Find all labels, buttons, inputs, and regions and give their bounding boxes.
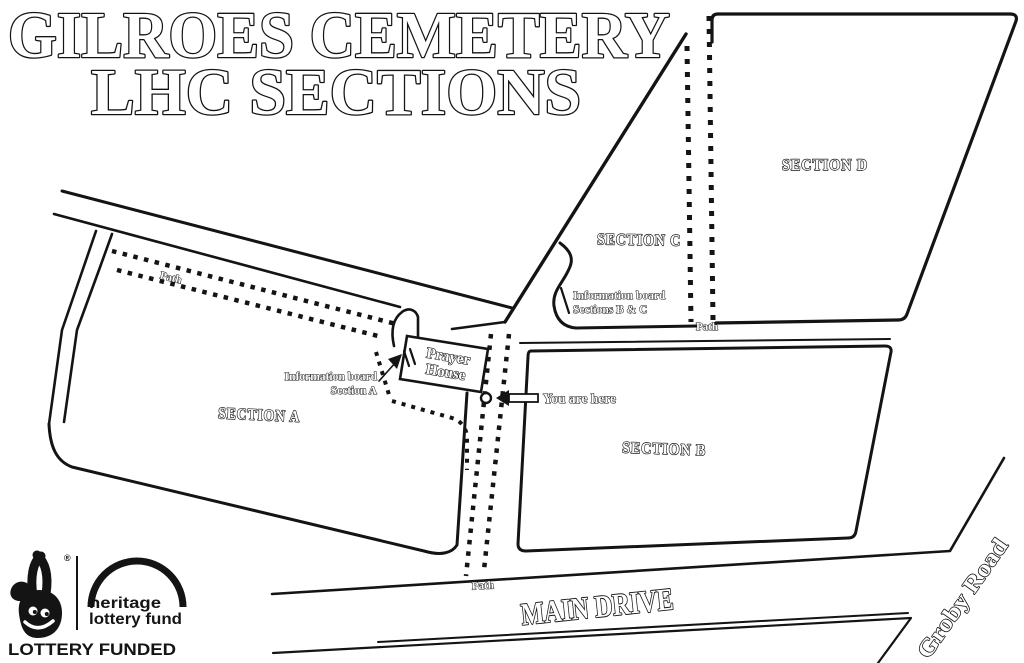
- prayer-house-building: [398, 334, 490, 394]
- you-are-here-label: You are here: [543, 391, 616, 406]
- hand-eye-right-dot: [44, 612, 49, 616]
- main-drive-north-edge: [270, 456, 1006, 596]
- main-drive-south-edge: [271, 616, 913, 663]
- section-d-boundary: [710, 12, 1018, 325]
- path-section-a-upper-dashes: [111, 248, 397, 327]
- info-board-a-arrowhead: [388, 354, 402, 369]
- path-label-south: Path: [472, 579, 495, 592]
- diagonal-road: [503, 32, 688, 324]
- north-road-upper-line: [60, 189, 514, 310]
- main-drive-label: MAIN DRIVE: [519, 581, 675, 632]
- crossed-fingers-icon: [10, 550, 62, 638]
- lottery-funded-wordmark: LOTTERY FUNDED: [8, 640, 176, 659]
- map-title-line2: LHC SECTIONS: [91, 56, 581, 129]
- path-section-a-lower-dashes: [116, 267, 379, 339]
- you-are-here-arrow-shaft: [508, 393, 539, 403]
- info-board-bc-marker-tick: [559, 286, 571, 315]
- section-a-west-outer-line: [47, 229, 98, 426]
- path-south-east-dashes: [481, 333, 512, 571]
- path-label-middle: Path: [696, 321, 718, 333]
- info-board-bc-annotation: Information board Sections B & C: [559, 286, 666, 317]
- prayer-house-label: Prayer House: [424, 345, 472, 385]
- section-c-label: SECTION C: [597, 231, 681, 249]
- path-label-northwest: Path: [159, 270, 183, 287]
- hand-eye-left-dot: [32, 610, 37, 614]
- you-are-here-arrowhead: [496, 390, 509, 406]
- hand-finger-2: [32, 550, 52, 599]
- info-board-bc-hook-road: [552, 241, 699, 330]
- junction-connector-line: [450, 320, 507, 331]
- section-a-boundary: [47, 391, 469, 555]
- map-lines: [47, 12, 1018, 663]
- registered-trademark: ®: [64, 553, 71, 563]
- heritage-wordmark-line2: lottery fund: [89, 611, 182, 628]
- dashed-paths: [111, 15, 716, 577]
- heritage-wordmark-line1: heritage: [89, 595, 161, 612]
- you-are-here-dot: [479, 391, 493, 405]
- road-above-section-b: [519, 338, 891, 344]
- info-board-bc-label-line1: Information board: [573, 290, 666, 302]
- path-prayer-house-south-dashes: [391, 399, 469, 470]
- section-b-label: SECTION B: [622, 440, 707, 460]
- path-c-d-east-dashes: [706, 15, 716, 321]
- section-b-boundary: [516, 344, 893, 553]
- info-board-bc-label-line2: Sections B & C: [573, 304, 647, 316]
- path-prayer-house-west-dashes: [374, 351, 392, 399]
- info-board-a-marker-ticks: [402, 347, 417, 368]
- hand-smile: [23, 619, 55, 630]
- hand-thumb-shape: [10, 581, 33, 602]
- section-a-west-inner-line: [62, 232, 114, 424]
- info-board-a-annotation: Information board Section A: [284, 347, 417, 398]
- north-road-lower-line: [52, 212, 402, 309]
- info-board-a-arrow-line: [378, 361, 397, 382]
- map-title-line1: GILROES CEMETERY: [8, 0, 670, 72]
- section-d-label: SECTION D: [782, 157, 868, 174]
- heritage-arch-icon: [87, 557, 187, 608]
- main-drive-south-inner-line: [377, 612, 909, 643]
- section-a-label: SECTION A: [218, 405, 301, 426]
- prayer-house-label-line2: House: [424, 362, 466, 384]
- path-c-d-west-dashes: [684, 45, 694, 323]
- path-loop: [391, 308, 420, 348]
- you-are-here-annotation: You are here: [479, 390, 617, 407]
- info-board-a-label-line1: Information board: [285, 371, 378, 383]
- lottery-funded-logo: ® heritage lottery fund LOTTERY FUNDED: [8, 550, 187, 659]
- info-board-a-label-line2: Section A: [331, 385, 378, 397]
